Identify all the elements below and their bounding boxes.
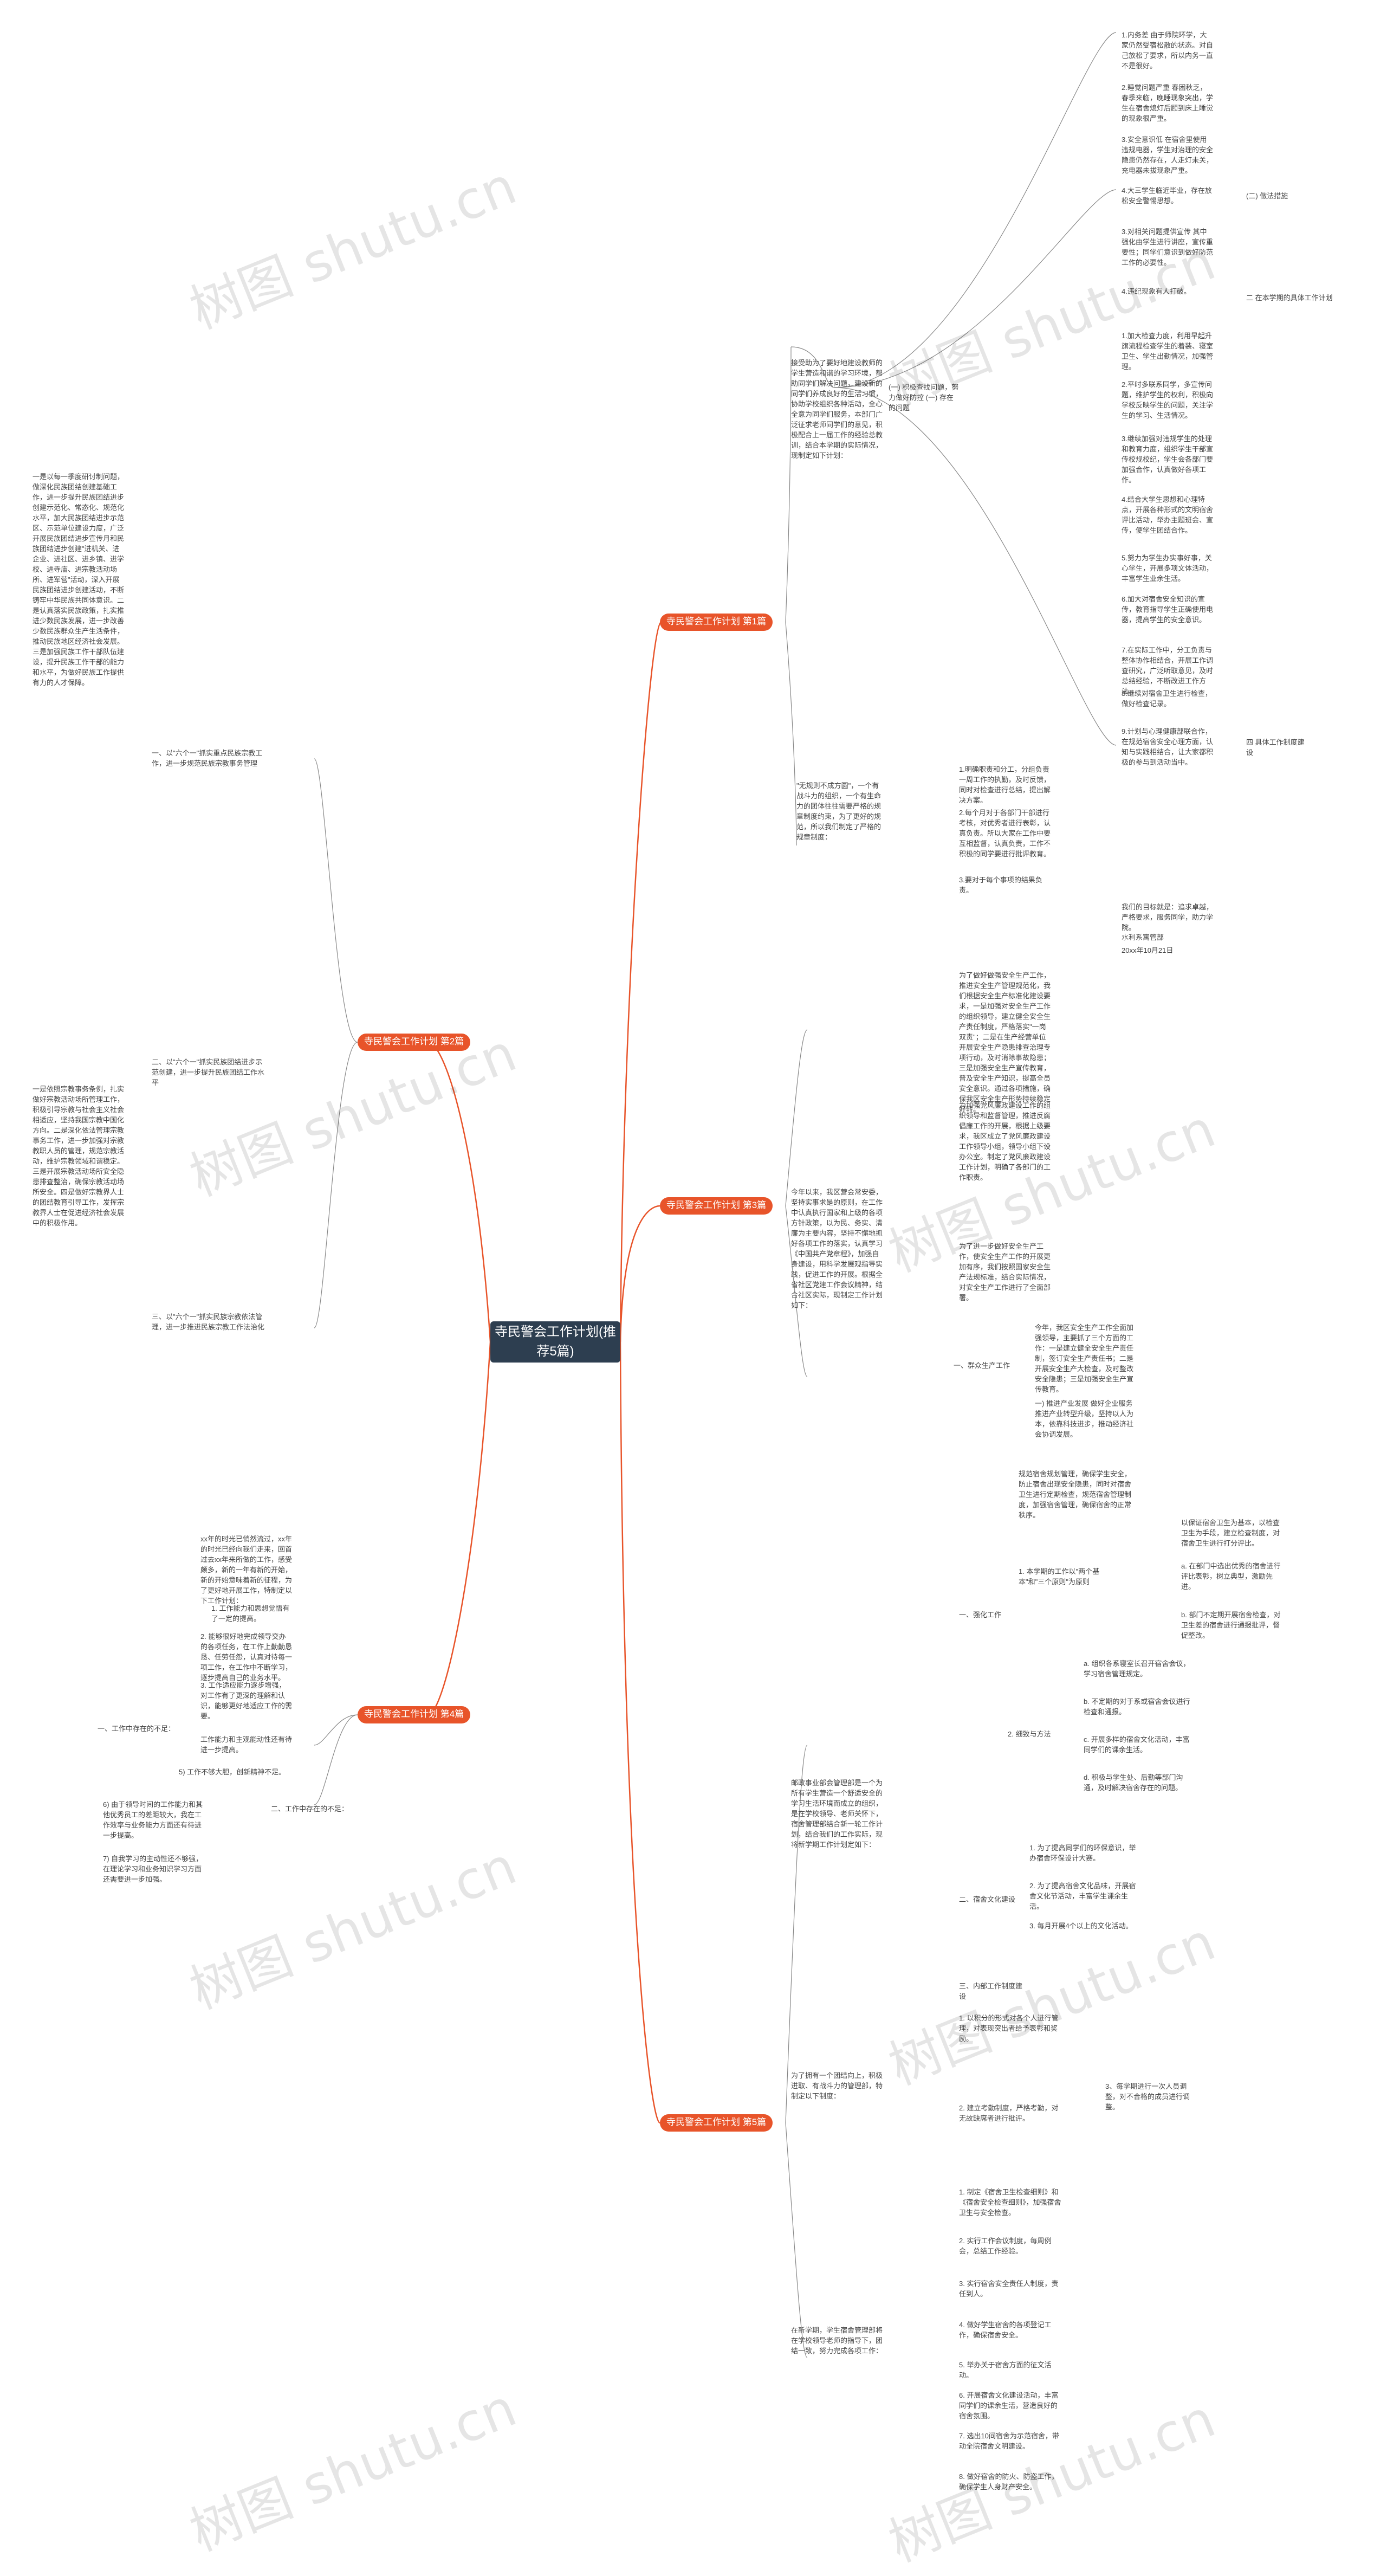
b4-item-1: 1. 工作能力和思想觉悟有了一定的提高。: [211, 1604, 290, 1623]
b5-s1-item-8: b. 不定期的对于系或宿舍会议进行检查和通报。: [1084, 1697, 1190, 1716]
b1-item-11: 5.努力为学生办实事好事，关心学生，开展多项文体活动，丰富学生业余生活。: [1122, 554, 1214, 583]
b1-item-4: 4.大三学生临近毕业，存在放松安全警惕思想。: [1122, 186, 1212, 205]
b2-para-2: 一是依照宗教事务条例，扎实做好宗教活动场所管理工作，积极引导宗教与社会主义社会相…: [33, 1085, 125, 1227]
b5-final-4: 4. 做好学生宿舍的各项登记工作，确保宿舍安全。: [959, 2321, 1052, 2339]
connector-lines: [314, 32, 1117, 2358]
b5-intro-3: 在新学期，学生宿舍管理部将在学校领导老师的指导下，团结一致，努力完成各项工作：: [791, 2326, 883, 2355]
b3-sub-2: 一) 推进产业发展 做好企业服务 推进产业转型升级，坚持以人为本，依靠科技进步，…: [1035, 1399, 1134, 1438]
b1-rules-intro: "无规则不成方圆"，一个有战斗力的组织，一个有生命力的团体往往需要严格的规章制度…: [796, 782, 882, 841]
b4-item-6: 6) 由于领导时间的工作能力和其他优秀员工的差距较大，我在工作效率与业务能力方面…: [103, 1800, 203, 1839]
b5-intro-1: 邮政事业部会管理部是一个为所有学生营造一个舒适安全的学习生活环境而成立的组织，是…: [791, 1779, 883, 1849]
b5-s2-item-1: 1. 为了提高同学们的环保意识，举办宿舍环保设计大赛。: [1029, 1844, 1136, 1862]
link-b4: [427, 1341, 491, 1716]
b1-item-10: 4.结合大学生思想和心理特点，开展各种形式的文明宿舍评比活动，举办主题班会、宣传…: [1122, 495, 1214, 534]
b1-sec1: (一) 积极查找问题，努力做好防控 (一) 存在的问题: [889, 383, 959, 412]
b5-s1-item-10: d. 积极与学生处、后勤等部门沟通，及时解决宿舍存在的问题。: [1084, 1773, 1183, 1792]
b4-sec1: 一、工作中存在的不足：: [98, 1725, 176, 1733]
b4-item-3: 3. 工作适应能力逐步增强，对工作有了更深的理解和认识，能够更好地适应工作的需要…: [200, 1681, 293, 1720]
branch-node-2[interactable]: 寺民警会工作计划 第2篇: [358, 1034, 471, 1051]
b5-final-5: 5. 举办关于宿舍方面的征文活动。: [959, 2361, 1052, 2379]
b3-sub-1: 今年，我区安全生产工作全面加强领导，主要抓了三个方面的工作：一是建立健全安全生产…: [1035, 1323, 1134, 1393]
b1-rule-3: 3.要对于每个事项的结果负责。: [959, 876, 1042, 894]
b5-s1-item-2: 1. 本学期的工作以"两个基本"和"三个原则"为原则: [1019, 1567, 1100, 1586]
b1-item-8: 2.平时多联系同学，多宣传问题，维护学生的权利，积极向学校反映学生的问题，关注学…: [1122, 380, 1214, 419]
b5-s1-item-6: 2. 细致与方法: [1008, 1730, 1051, 1738]
b4-item-5: 5) 工作不够大胆，创新精神不足。: [179, 1768, 286, 1776]
b5-s1-item-1: 规范宿舍规划管理，确保学生安全，防止宿舍出现安全隐患，同时对宿舍卫生进行定期检查…: [1019, 1470, 1132, 1519]
b5-sec1: 一、强化工作: [959, 1611, 1002, 1619]
b1-item-1: 1.内务差 由于师院环学，大家仍然受宿松散的状态。对自己放松了要求，所以内务一直…: [1122, 31, 1214, 70]
b1-item-15: 9.计划与心理健康部联合作，在规范宿舍安全心理方面，认知与实践相结合，让大家都积…: [1122, 727, 1214, 766]
link-b2: [427, 1041, 491, 1342]
b5-final-8: 8. 做好宿舍的防火、防盗工作，确保学生人身财产安全。: [959, 2472, 1059, 2491]
root-node[interactable]: 寺民警会工作计划(推荐5篇): [490, 1321, 620, 1363]
b1-rule-1: 1.明确职责和分工，分组负责一周工作的执勤，及时反馈，同时对检查进行总结，提出解…: [959, 765, 1051, 804]
b5-final-2: 2. 实行工作会议制度，每周例会，总结工作经验。: [959, 2237, 1052, 2255]
branch-node-4[interactable]: 寺民警会工作计划 第4篇: [358, 1706, 471, 1723]
b5-sec2: 二、宿舍文化建设: [959, 1895, 1016, 1903]
branch-node-1[interactable]: 寺民警会工作计划 第1篇: [660, 614, 773, 631]
b5-s1-item-5: b. 部门不定期开展宿舍检查，对卫生差的宿舍进行通报批评，督促整改。: [1181, 1611, 1281, 1639]
b3-intro: 今年以来，我区营会常安委，坚持实事求是的原则，在工作中认真执行国家和上级的各项方…: [791, 1188, 883, 1309]
b4-item-7: 7) 自我学习的主动性还不够强，在理论学习和业务知识学习方面还需要进一步加强。: [103, 1855, 203, 1883]
b2-sec3: 三、以"六个一"抓实民族宗教依法管理，进一步推进民族宗教工作法治化: [152, 1313, 265, 1331]
branch-node-3[interactable]: 寺民警会工作计划 第3篇: [660, 1197, 773, 1215]
b2-sec2: 二、以"六个一"抓实民族团结进步示范创建，进一步提升民族团结工作水平: [152, 1058, 265, 1087]
b1-sec4: 四 具体工作制度建设: [1246, 738, 1305, 757]
b5-final-3: 3. 实行宿舍安全责任人制度，责任到人。: [959, 2280, 1059, 2298]
link-b3: [619, 1205, 660, 1342]
b5-final-7: 7. 选出10间宿舍为示范宿舍，带动全院宿舍文明建设。: [959, 2432, 1059, 2450]
b5-s1-item-7: a. 组织各系寝室长召开宿舍会议，学习宿舍管理规定。: [1084, 1660, 1190, 1678]
b5-s1-item-9: c. 开展多样的宿舍文化活动，丰富同学们的课余生活。: [1084, 1735, 1190, 1754]
b1-sec1-sub: (二) 做法措施: [1246, 192, 1288, 200]
b1-item-14: 8.继续对宿舍卫生进行检查，做好检查记录。: [1122, 689, 1212, 708]
b5-final-6: 6. 开展宿舍文化建设活动，丰富同学们的课余生活，营造良好的宿舍氛围。: [959, 2391, 1059, 2420]
b5-s3-item-3: 3、每学期进行一次人员调整，对不合格的成员进行调整。: [1105, 2082, 1190, 2111]
b5-s1-item-4: a. 在部门中选出优秀的宿舍进行评比表彰，树立典型，激励先进。: [1181, 1562, 1281, 1591]
b1-intro: 接受助为了要好地建设教师的学生营造和谐的学习环境，帮助同学们解决问题，建设新的同…: [791, 359, 883, 460]
b5-final-1: 1. 制定《宿舍卫生检查细则》和《宿舍安全检查细则》，加强宿舍卫生与安全检查。: [959, 2188, 1061, 2217]
b1-item-7: 1.加大检查力度，利用早起升旗流程检查学生的着装、寝室卫生、学生出勤情况，加强管…: [1122, 332, 1214, 371]
b2-sec1: 一、以"六个一"抓实重点民族宗教工作，进一步规范民族宗教事务管理: [152, 749, 263, 767]
b1-rule-5: 水利系寓管部: [1122, 933, 1164, 941]
b5-s2-item-3: 3. 每月开展4个以上的文化活动。: [1029, 1922, 1133, 1930]
b5-s1-item-3: 以保证宿舍卫生为基本，以检查卫生为手段，建立检查制度，对宿舍卫生进行打分评比。: [1181, 1519, 1280, 1547]
b1-item-12: 6.加大对宿舍安全知识的宣传，教育指导学生正确使用电器，提高学生的安全意识。: [1122, 595, 1214, 624]
b3-sec: 一、群众生产工作: [954, 1361, 1010, 1370]
branch-node-5[interactable]: 寺民警会工作计划 第5篇: [660, 2114, 773, 2132]
b5-sec3: 三、内部工作制度建设: [959, 1982, 1023, 2000]
b1-item-5: 3.对相关问题提供宣传 其中强化由学生进行讲座，宣传重要性；同学们意识到做好防范…: [1122, 228, 1214, 267]
link-b1: [619, 621, 662, 1342]
b5-intro-2: 为了拥有一个团结向上，积极进取、有战斗力的管理部，特制定以下制度：: [791, 2071, 883, 2100]
b4-intro: xx年的时光已悄然流过，xx年的时光已经向我们走来，回首过去xx年来所做的工作，…: [200, 1535, 293, 1605]
b5-s2-item-2: 2. 为了提高宿舍文化品味，开展宿舍文化节活动，丰富学生课余生活。: [1029, 1882, 1136, 1910]
b1-item-9: 3.继续加强对违规学生的处理和教育力度，组织学生干部宣传校规校纪，学生会各部门要…: [1122, 435, 1214, 484]
b1-rule-6: 20xx年10月21日: [1122, 946, 1174, 954]
b1-item-13: 7.在实际工作中，分工负责与整体协作相结合，开展工作调查研究，广泛听取意见，及时…: [1122, 646, 1214, 695]
mindmap-canvas: 树图 shutu.cn 树图 shutu.cn 树图 shutu.cn 树图 s…: [33, 31, 1333, 2574]
b3-item-3: 为了进一步做好安全生产工作，使安全生产工作的开展更加有序，我们按照国家安全生产法…: [959, 1242, 1051, 1302]
b2-para-1: 一是以每一季度研讨制问题，做深化民族团结创建基础工作，进一步提升民族团结进步创建…: [33, 473, 125, 687]
link-b5: [619, 1341, 660, 2124]
b4-sec2: 二、工作中存在的不足：: [271, 1805, 349, 1813]
b3-item-1: 为了做好做强安全生产工作，推进安全生产管理规范化，我们根据安全生产标准化建设要求…: [959, 971, 1051, 1113]
b1-rule-4: 我们的目标就是：追求卓越，严格要求，服务同学，助力学院。: [1122, 903, 1214, 932]
b1-sec2: 二 在本学期的具体工作计划: [1246, 294, 1333, 302]
b1-item-6: 4.违纪现象有人打破。: [1122, 287, 1191, 295]
b5-s3-item-1: 1. 以积分的形式对各个人进行管理，对表现突出者给予表彰和奖励。: [959, 2014, 1059, 2043]
b1-rule-2: 2.每个月对于各部门干部进行考核，对优秀者进行表彰，认真负责。所以大家在工作中要…: [959, 809, 1051, 858]
b1-item-3: 3.安全意识低 在宿舍里使用违规电器，学生对治理的安全隐患仍然存在，人走灯未关，…: [1122, 135, 1214, 175]
b4-item-2: 2. 能够很好地完成领导交办的各项任务，在工作上勤勤恳恳、任劳任怨，认真对待每一…: [200, 1632, 293, 1682]
b5-s3-item-2: 2. 建立考勤制度，严格考勤，对无故缺席者进行批评。: [959, 2104, 1059, 2122]
b4-end: 工作能力和主观能动性还有待进一步提高。: [200, 1735, 293, 1754]
b1-item-2: 2.睡觉问题严重 春困秋乏，春季来临，晚睡现象突出，学生在宿舍熄灯后顾到床上睡觉…: [1122, 83, 1214, 122]
b3-item-2: 为加强党风廉政建设工作的组织领导和监督管理，推进反腐倡廉工作的开展，根据上级要求…: [959, 1101, 1051, 1182]
